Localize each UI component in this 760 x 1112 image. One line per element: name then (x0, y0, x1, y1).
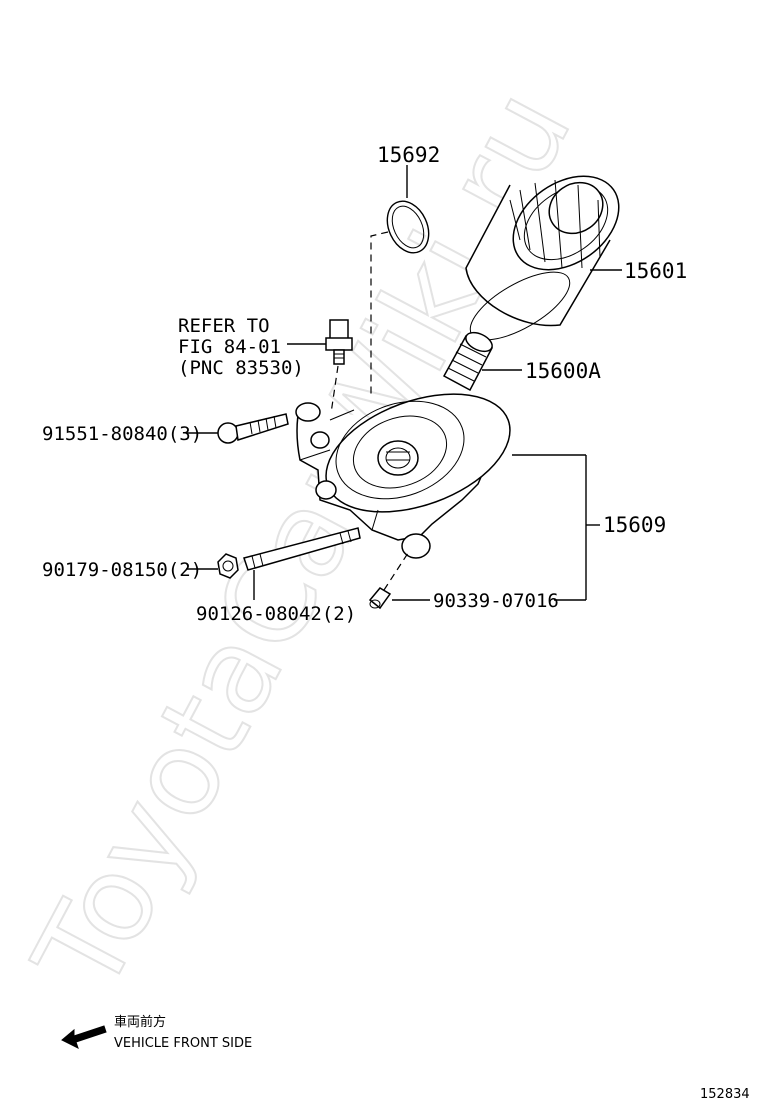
oil-filter-bracket-15609 (295, 393, 511, 559)
label-90126-08042: 90126-08042(2) (196, 603, 356, 625)
label-90339-07016: 90339-07016 (433, 590, 559, 612)
dashed-guide-plug (383, 549, 411, 591)
arrow-left-icon (61, 1025, 107, 1049)
figure-number: 152834 (700, 1087, 750, 1102)
dashed-guide-switch (329, 365, 339, 421)
bolt-91551-80840 (217, 413, 289, 444)
oil-filter-15601 (465, 175, 620, 341)
oil-pressure-switch (325, 319, 353, 365)
label-refer-line2: FIG 84-01 (178, 336, 281, 358)
drain-plug-90339-07016 (368, 587, 392, 610)
direction-english: VEHICLE FRONT SIDE (114, 1036, 252, 1051)
label-refer-line3: (PNC 83530) (178, 357, 304, 379)
label-15692: 15692 (377, 143, 440, 167)
label-15601: 15601 (624, 259, 687, 283)
direction-japanese: 車両前方 (114, 1014, 166, 1030)
dashed-guide-oring (370, 231, 389, 396)
label-91551-80840: 91551-80840(3) (42, 423, 202, 445)
label-15609: 15609 (603, 513, 666, 537)
label-15600A: 15600A (525, 359, 601, 383)
stud-90126-08042 (243, 527, 361, 571)
label-refer-line1: REFER TO (178, 315, 270, 337)
label-90179-08150: 90179-08150(2) (42, 559, 202, 581)
nut-90179-08150 (217, 553, 239, 579)
o-ring-15692 (386, 200, 430, 254)
union-bolt-15600A (442, 331, 494, 392)
